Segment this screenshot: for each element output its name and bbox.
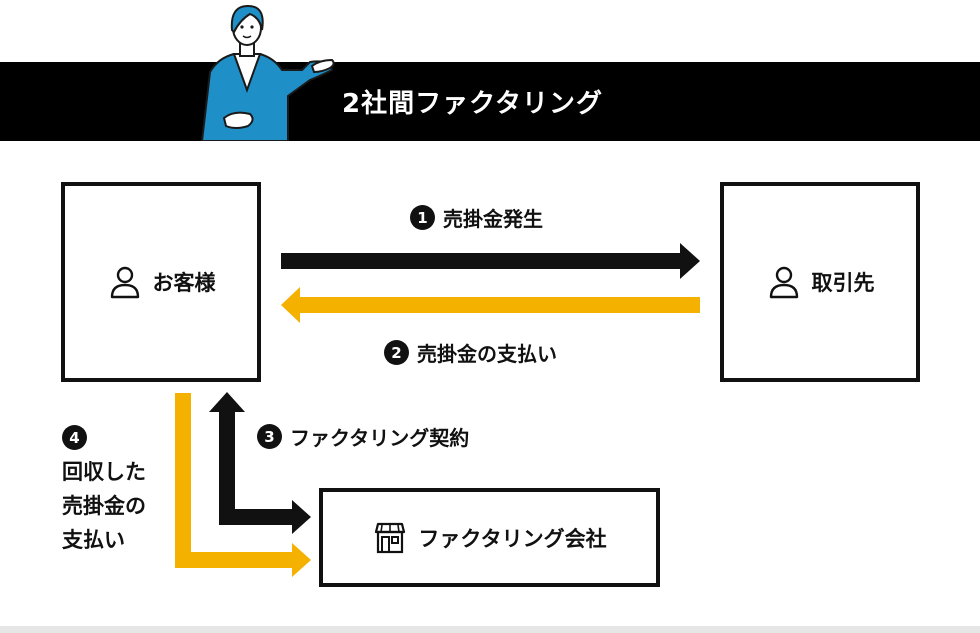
- factoring-company-node: ファクタリング会社: [319, 488, 660, 587]
- step3-number: 3: [257, 424, 282, 449]
- supplier-label: 取引先: [811, 271, 875, 295]
- bottom-strip: [0, 626, 980, 633]
- step4-text: 回収した 売掛金の 支払い: [62, 455, 172, 557]
- arrow-step4: [175, 393, 311, 577]
- header-band: [0, 62, 980, 141]
- factoring-company-label: ファクタリング会社: [418, 526, 607, 551]
- step4-number: 4: [62, 425, 87, 450]
- step2-label: 2 売掛金の支払い: [384, 338, 557, 367]
- step4-line: 回収した: [62, 460, 146, 484]
- step3-label: 3 ファクタリング契約: [257, 422, 469, 451]
- step3-text: ファクタリング契約: [290, 426, 470, 450]
- arrow-step3: [209, 392, 311, 534]
- presenter-illustration: [200, 4, 335, 141]
- page-title: 2社間ファクタリング: [342, 89, 604, 119]
- step4-line: 支払い: [62, 528, 125, 552]
- step1-number: 1: [410, 205, 435, 230]
- arrow-step1: [281, 243, 700, 279]
- step2-text: 売掛金の支払い: [417, 342, 557, 366]
- supplier-node: 取引先: [720, 182, 920, 382]
- step4-line: 売掛金の: [62, 494, 146, 518]
- step1-text: 売掛金発生: [443, 207, 543, 231]
- arrow-step2: [281, 287, 700, 323]
- customer-node: お客様: [61, 182, 261, 382]
- person-icon: [769, 266, 798, 299]
- customer-label: お客様: [152, 271, 216, 295]
- building-icon: [375, 522, 406, 553]
- step2-number: 2: [384, 340, 409, 365]
- step1-label: 1 売掛金発生: [410, 203, 543, 232]
- person-icon: [110, 266, 139, 299]
